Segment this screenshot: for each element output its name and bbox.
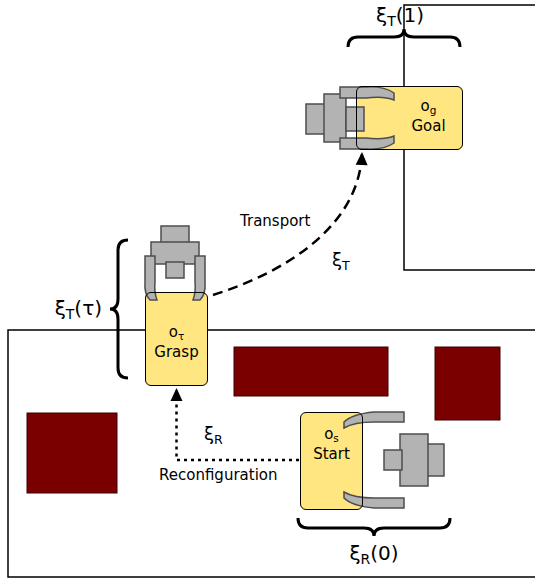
arrow-head [171,388,183,401]
object-name: Start [313,444,350,464]
gripper [344,412,444,508]
gripper-pad [166,262,184,278]
subscript: T [66,306,75,322]
brace [348,29,460,47]
obstacle [234,347,388,396]
subscript: T [387,13,396,29]
subscript: τ [178,330,184,342]
object-symbol: oτ [169,322,185,342]
gripper-pad [346,107,364,131]
gripper-palm [324,94,346,142]
trajectory-label: ξT(τ) [55,296,102,320]
subscript: R [361,551,371,567]
edge-label: Reconfiguration [157,466,279,484]
subscript: s [333,432,338,444]
gripper-palm [151,242,199,264]
trajectory-label: ξT(1) [376,3,424,27]
trajectory-label: ξR [204,423,223,445]
table [8,330,535,577]
object-name: Goal [411,116,445,136]
object-box: oτGrasp [145,292,208,386]
gripper [145,226,205,300]
trajectory-arrow [177,388,300,460]
gripper-finger [193,256,205,300]
obstacle [27,413,117,493]
object-symbol: og [421,96,437,116]
object-box: ogGoal [356,86,463,150]
trajectory-label: ξR(0) [349,541,398,565]
object-name: Grasp [154,342,198,362]
trajectory-label: ξT [332,249,350,271]
gripper-finger [340,136,394,149]
gripper-wrist [306,104,326,134]
subscript: g [430,104,437,116]
gripper-palm [400,434,428,486]
edge-label: Transport [238,212,312,230]
trajectory-arrow [213,152,362,295]
gripper-finger [344,492,404,508]
subscript: T [342,258,350,273]
gripper-finger [145,256,157,300]
object-box: osStart [300,412,363,510]
gripper [306,87,394,149]
gripper-pad [384,450,402,470]
gripper-finger [340,87,394,100]
brace [110,240,128,378]
obstacle [435,347,500,420]
object-fill [145,292,208,386]
brace [298,518,450,536]
object-symbol: os [324,424,339,444]
gripper-finger [344,412,404,428]
subscript: R [214,432,223,447]
arrow-head [356,152,368,165]
